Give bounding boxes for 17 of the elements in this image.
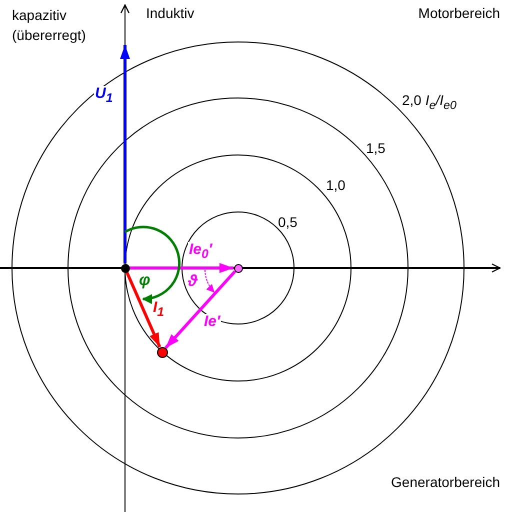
phasor-arrow xyxy=(130,263,234,273)
phasor-arrow xyxy=(120,45,130,264)
junction-dot xyxy=(234,264,242,272)
angle-label: φ xyxy=(139,273,150,289)
region-label: kapazitiv (übererregt) xyxy=(12,6,87,45)
phasor-arrow xyxy=(164,270,236,349)
scale-label: 1,5 xyxy=(366,140,386,156)
angle-label: ϑ xyxy=(188,274,198,290)
region-label: Generatorbereich xyxy=(391,474,500,490)
scale-label: 2,0 I$_{e}$/I$_{e0}$ xyxy=(402,92,456,114)
scale-label: 1,0 xyxy=(326,177,346,193)
phasor-arrow xyxy=(125,272,162,348)
origin-dot xyxy=(120,264,130,272)
endpoint-dot xyxy=(156,346,168,358)
region-label: Induktiv xyxy=(146,5,194,21)
scale-label: 0,5 xyxy=(278,214,298,230)
region-label: Motorbereich xyxy=(418,5,500,21)
